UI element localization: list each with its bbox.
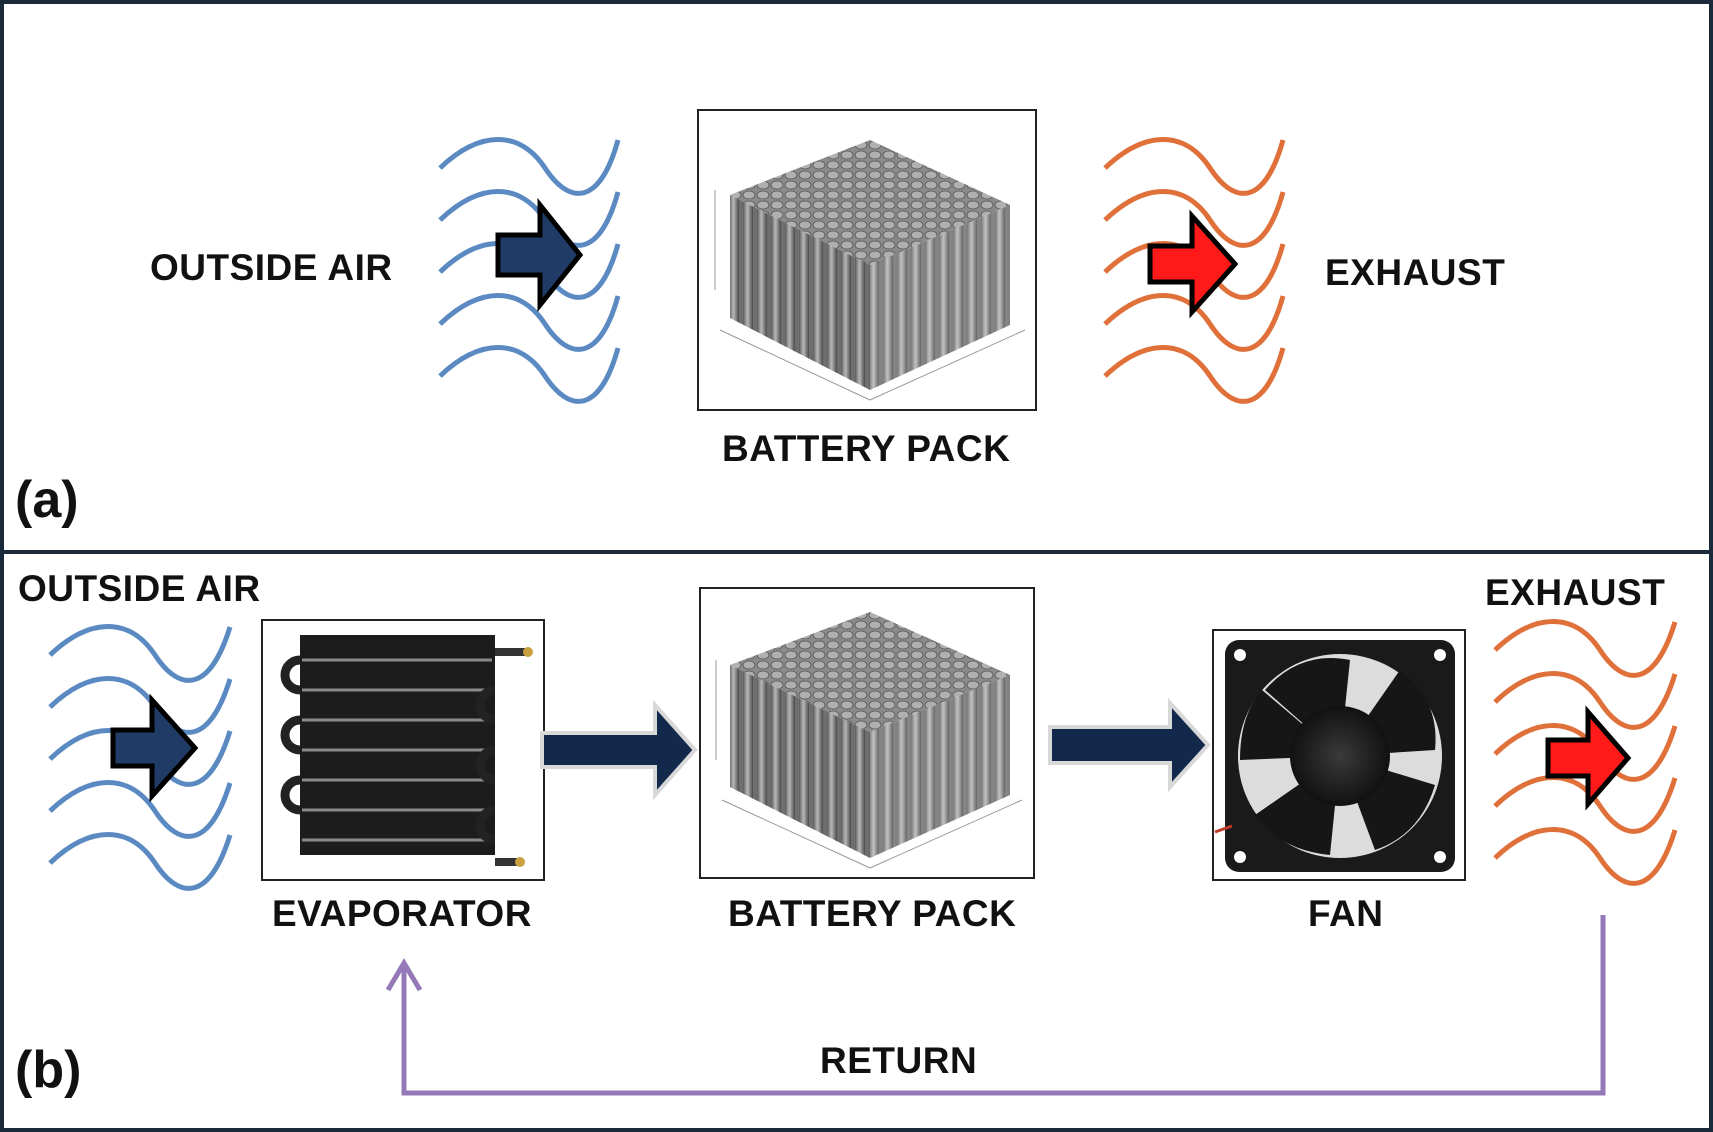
panel-b-evaporator-label: EVAPORATOR [272,893,532,934]
flow-arrow-icon [1048,697,1211,793]
return-loop-arrow-icon [385,915,1606,1096]
exhaust-waves-icon [1103,137,1286,404]
panel-b-fan-label: FAN [1308,893,1384,934]
panel-b-exhaust-label: EXHAUST [1485,572,1666,613]
panel-a-outside-air-label: OUTSIDE AIR [150,247,393,288]
panel-b-outside-air-label: OUTSIDE AIR [18,568,261,609]
battery-pack-image [697,109,1037,411]
battery-pack-image [699,587,1035,879]
fan-image [1212,629,1466,881]
panel-a-exhaust-label: EXHAUST [1325,252,1506,293]
panel-a-battery-pack-label: BATTERY PACK [722,428,1011,469]
panel-b-battery-pack-label: BATTERY PACK [728,893,1017,934]
exhaust-arrow-icon [1545,705,1632,811]
panel-b-return-label: RETURN [820,1040,978,1081]
exhaust-arrow-icon [1147,209,1239,319]
evaporator-image [261,619,545,881]
inlet-arrow-icon [495,197,584,313]
panel-b-letter: (b) [15,1041,82,1099]
flow-arrow-icon [540,699,698,801]
panel-a-letter: (a) [15,471,79,529]
panel-b-frame [0,550,1713,1132]
inlet-arrow-icon [110,693,199,803]
